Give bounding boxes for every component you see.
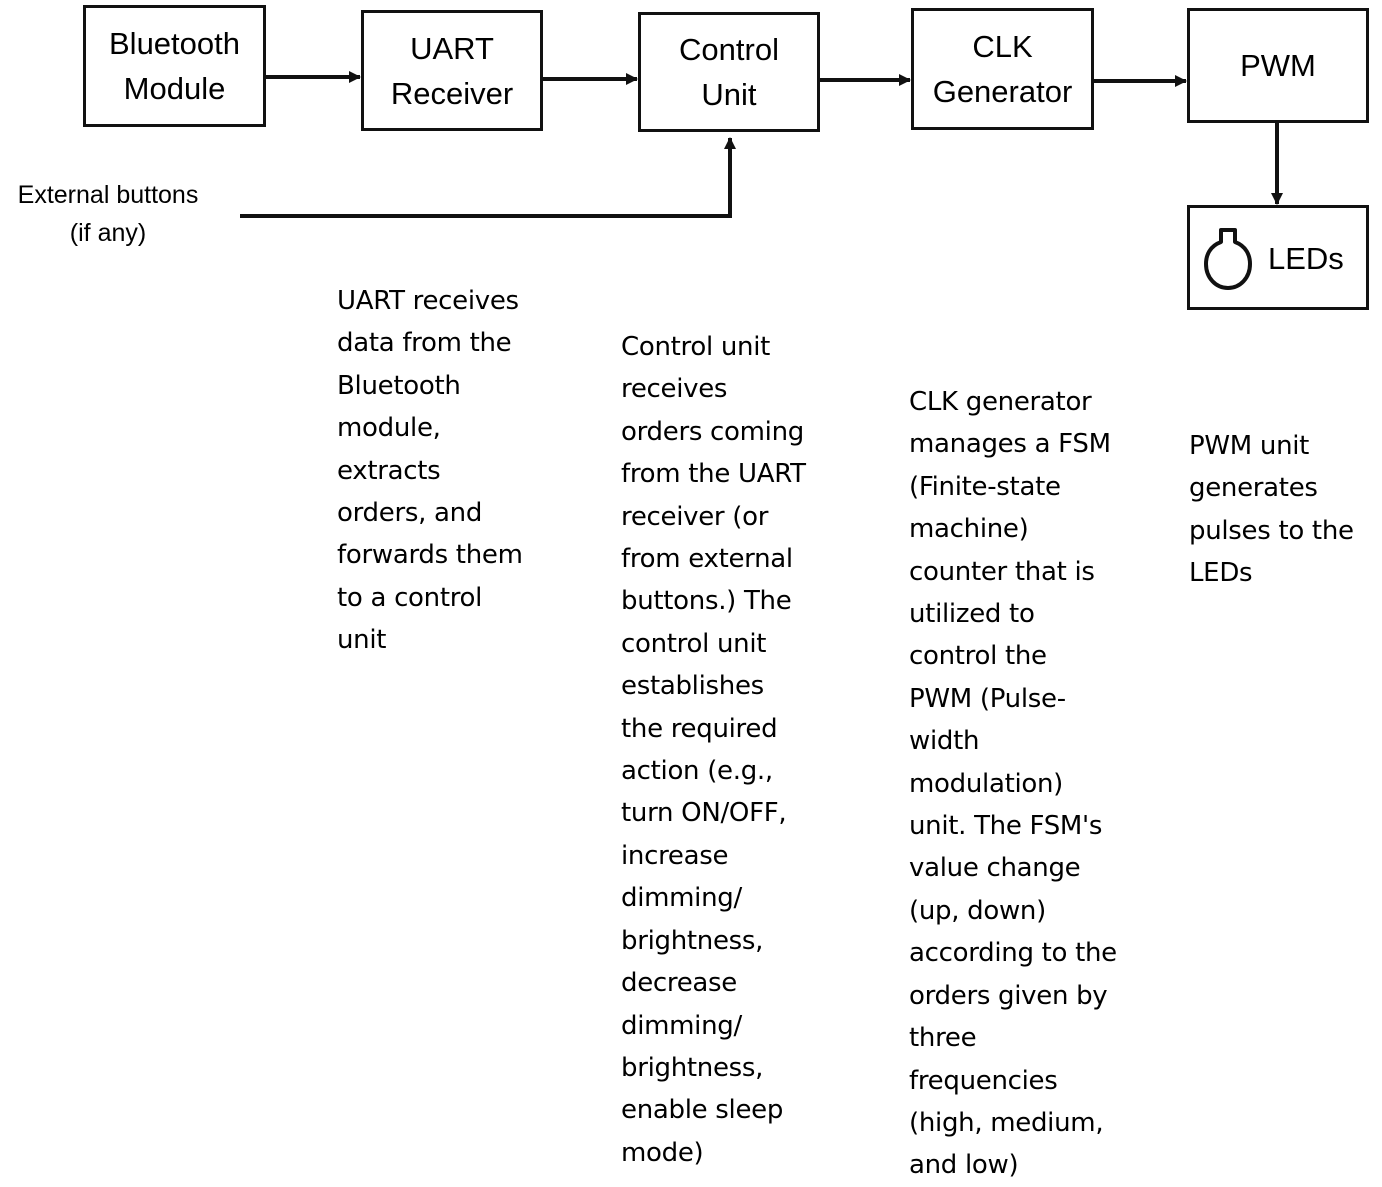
bluetooth-module-block: Bluetooth Module bbox=[83, 5, 266, 127]
external-buttons-label: External buttons (if any) bbox=[17, 181, 199, 247]
uart-receiver-block: UART Receiver bbox=[361, 10, 543, 131]
pwm-description: PWM unit generates pulses to the LEDs bbox=[1189, 431, 1354, 589]
control-unit-description: Control unit receives orders coming from… bbox=[621, 332, 806, 1168]
bulb-icon bbox=[1204, 228, 1252, 290]
uart-description: UART receives data from the Bluetooth mo… bbox=[337, 286, 523, 656]
control-unit-block: Control Unit bbox=[638, 12, 820, 132]
arrow-buttons-to-control bbox=[240, 137, 736, 218]
clk-generator-description: CLK generator manages a FSM (Finite-stat… bbox=[909, 387, 1117, 1181]
pwm-block: PWM bbox=[1187, 8, 1369, 123]
leds-label: LEDs bbox=[1268, 241, 1344, 276]
clk-generator-block: CLK Generator bbox=[911, 8, 1094, 130]
leds-block: LEDs bbox=[1187, 205, 1369, 310]
